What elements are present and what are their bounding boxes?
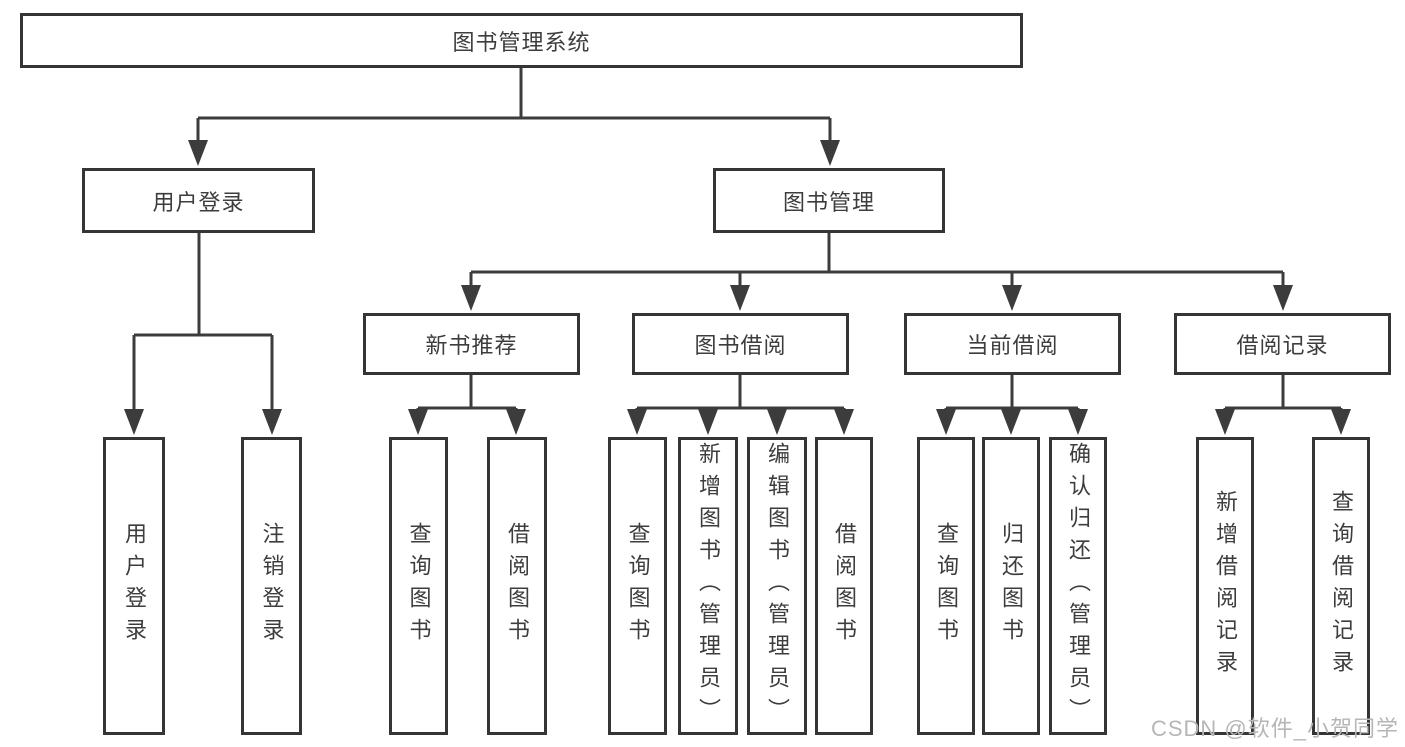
arrowhead-icon <box>506 409 526 435</box>
leaf-borrow-books-recommend: 借阅图书 <box>487 437 547 735</box>
arrowhead-icon <box>820 140 840 166</box>
node-label: 归还图书 <box>999 522 1024 650</box>
node-root-system: 图书管理系统 <box>20 13 1023 68</box>
node-label: 用户登录 <box>122 522 147 650</box>
node-current-borrow: 当前借阅 <box>904 313 1121 375</box>
arrowhead-icon <box>627 409 647 435</box>
leaf-logout: 注销登录 <box>241 437 302 735</box>
node-label: 新增图书（管理员） <box>696 442 721 730</box>
arrowhead-icon <box>408 409 428 435</box>
node-label: 借阅图书 <box>832 522 857 650</box>
arrowhead-icon <box>1215 409 1235 435</box>
node-label: 查询图书 <box>406 522 432 650</box>
arrowhead-icon <box>1331 409 1351 435</box>
arrowhead-icon <box>262 409 282 435</box>
csdn-watermark: CSDN @软件_小贺同学 <box>1150 716 1399 741</box>
leaf-query-books-recommend: 查询图书 <box>389 437 448 735</box>
leaf-return-books: 归还图书 <box>982 437 1040 735</box>
arrowhead-icon <box>1273 285 1293 311</box>
node-label: 注销登录 <box>259 522 285 650</box>
arrowhead-icon <box>767 409 787 435</box>
arrowhead-icon <box>188 140 208 166</box>
arrowhead-icon <box>698 409 718 435</box>
leaf-query-books-current: 查询图书 <box>917 437 975 735</box>
node-label: 查询图书 <box>934 522 959 650</box>
node-label: 图书管理系统 <box>452 29 591 55</box>
leaf-confirm-return-admin: 确认归还（管理员） <box>1049 437 1107 735</box>
node-label: 用户登录 <box>152 189 245 215</box>
node-label: 借阅图书 <box>505 522 530 650</box>
arrowhead-icon <box>936 409 956 435</box>
arrowhead-icon <box>1068 409 1088 435</box>
node-label: 编辑图书（管理员） <box>765 442 790 730</box>
node-label: 图书管理 <box>782 189 875 215</box>
arrowhead-icon <box>1001 409 1021 435</box>
arrowhead-icon <box>730 285 750 311</box>
node-label: 确认归还（管理员） <box>1066 442 1091 730</box>
leaf-borrow-books: 借阅图书 <box>815 437 873 735</box>
node-label: 当前借阅 <box>966 333 1059 358</box>
node-book-borrow: 图书借阅 <box>632 313 849 375</box>
arrowhead-icon <box>1002 285 1022 311</box>
node-label: 借阅记录 <box>1236 333 1329 358</box>
node-label: 图书借阅 <box>694 333 787 358</box>
leaf-edit-books-admin: 编辑图书（管理员） <box>747 437 807 735</box>
node-borrow-records: 借阅记录 <box>1174 313 1391 375</box>
node-book-management: 图书管理 <box>713 168 945 233</box>
leaf-query-books-borrow: 查询图书 <box>608 437 667 735</box>
node-label: 新书推荐 <box>425 333 518 358</box>
arrowhead-icon <box>124 409 144 435</box>
arrowhead-icon <box>834 409 854 435</box>
leaf-query-borrow-record: 查询借阅记录 <box>1312 437 1370 735</box>
arrowhead-icon <box>461 285 481 311</box>
leaf-user-login: 用户登录 <box>103 437 165 735</box>
node-new-book-recommend: 新书推荐 <box>363 313 580 375</box>
leaf-add-borrow-record: 新增借阅记录 <box>1196 437 1254 735</box>
node-user-login: 用户登录 <box>82 168 315 233</box>
leaf-add-books-admin: 新增图书（管理员） <box>678 437 738 735</box>
node-label: 查询借阅记录 <box>1329 490 1354 682</box>
node-label: 新增借阅记录 <box>1213 490 1238 682</box>
node-label: 查询图书 <box>625 522 651 650</box>
